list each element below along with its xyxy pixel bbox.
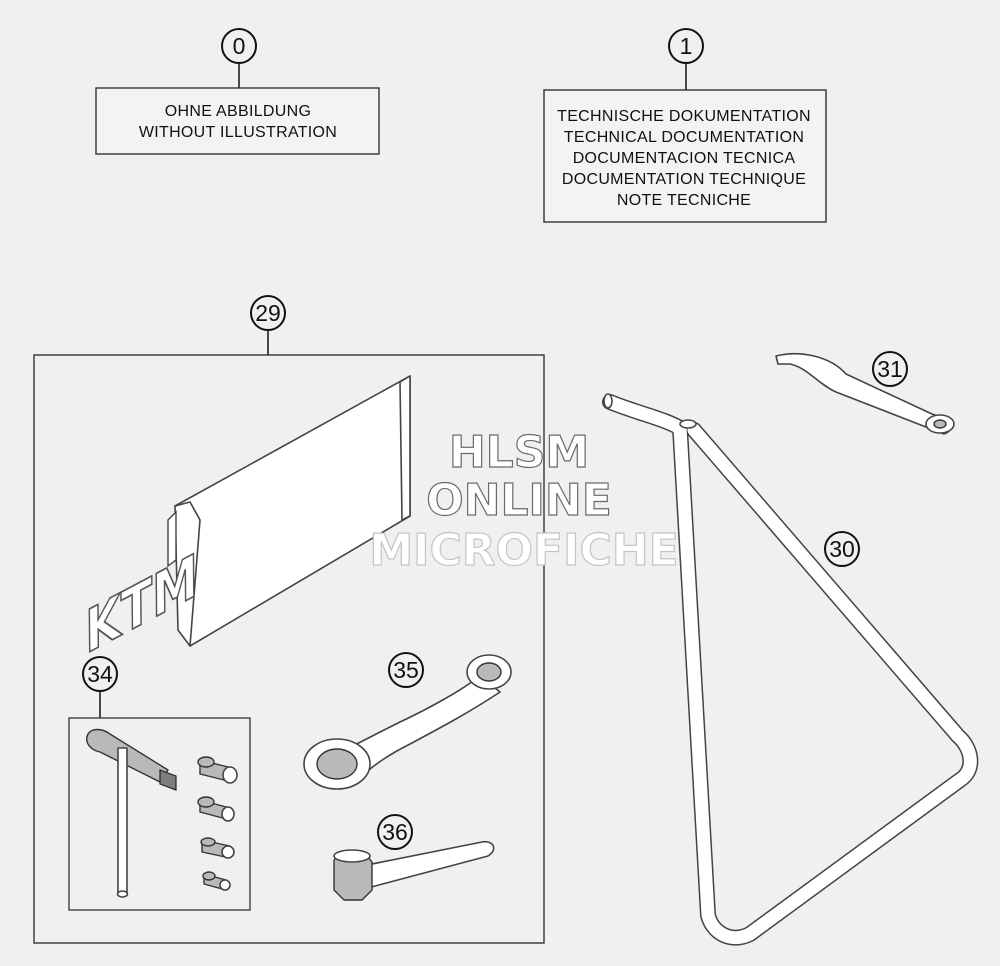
tool-bag[interactable]: KTM [79,375,411,666]
callout-34-number: 34 [87,661,113,687]
callout-35-number: 35 [393,657,419,683]
callout-29[interactable]: 29 [250,295,286,355]
callout-30[interactable]: 30 [824,531,860,567]
allen-bit-1 [197,756,238,784]
side-stand[interactable] [602,393,979,946]
no-illustration-line-2: WITHOUT ILLUSTRATION [139,124,337,141]
watermark: HLSM ONLINE MICROFICHE [369,426,680,576]
allen-key-set-frame [68,717,251,911]
tool-kit-frame [33,354,545,944]
watermark-line-3: MICROFICHE [369,525,678,576]
callout-30-number: 30 [829,536,855,562]
ktm-logo: KTM [79,541,204,666]
documentation-line-2: TECHNICAL DOCUMENTATION [564,129,804,146]
callout-1-number: 1 [680,33,693,59]
callout-35[interactable]: 35 [388,652,424,688]
callout-0-number: 0 [233,33,246,59]
callout-0[interactable]: 0 [221,28,257,88]
callout-34[interactable]: 34 [82,656,118,718]
callout-1[interactable]: 1 [668,28,704,90]
allen-bit-2 [197,796,235,822]
t-handle-allen-key[interactable] [86,728,177,898]
documentation-line-5: NOTE TECNICHE [617,192,751,209]
socket-wrench[interactable] [333,840,495,901]
documentation-line-1: TECHNISCHE DOKUMENTATION [557,108,811,125]
hook-wrench[interactable] [775,352,955,435]
allen-bit-4 [202,871,231,891]
callout-31-number: 31 [877,356,903,382]
callout-36[interactable]: 36 [377,814,413,850]
ring-spanner[interactable] [303,654,512,790]
documentation-box: TECHNISCHE DOKUMENTATION TECHNICAL DOCUM… [543,89,827,223]
callout-29-number: 29 [255,300,281,326]
no-illustration-box: OHNE ABBILDUNG WITHOUT ILLUSTRATION [95,87,380,155]
no-illustration-line-1: OHNE ABBILDUNG [165,103,311,120]
watermark-line-2: ONLINE [426,475,612,526]
documentation-line-3: DOCUMENTACION TECNICA [573,150,796,167]
callout-31[interactable]: 31 [872,351,908,387]
allen-bit-3 [200,837,235,859]
ktm-logo-text: KTM [80,542,204,665]
allen-bit-set[interactable] [197,756,238,891]
documentation-line-4: DOCUMENTATION TECHNIQUE [562,171,806,188]
callout-36-number: 36 [382,819,408,845]
watermark-line-1: HLSM [449,427,589,478]
